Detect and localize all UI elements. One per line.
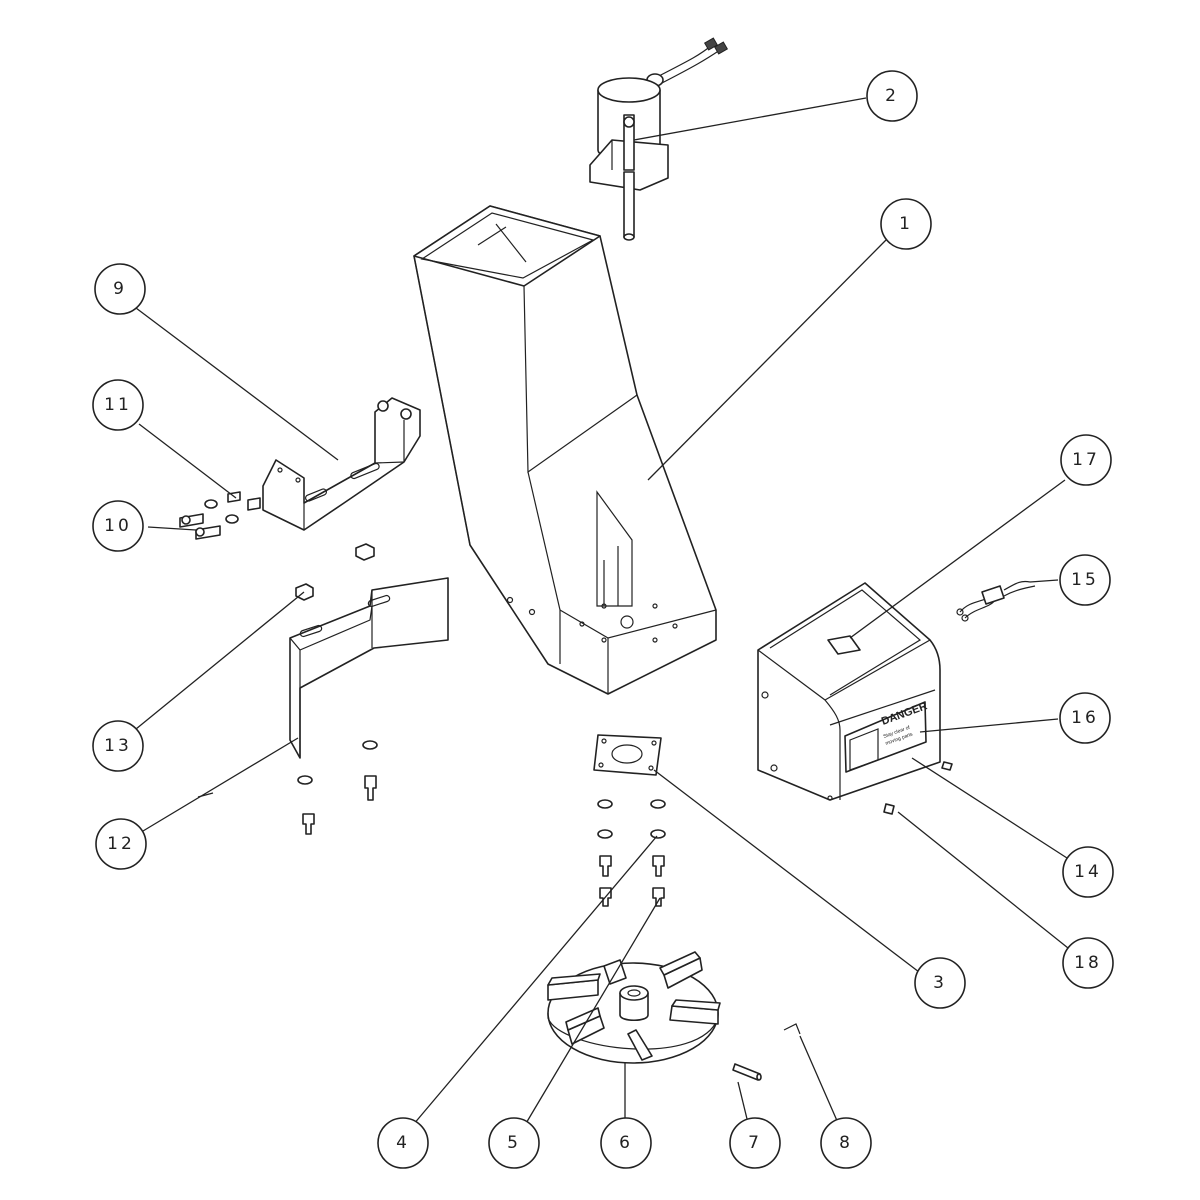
callout-9: 9 [94, 263, 146, 315]
callout-15: 15 [1059, 554, 1111, 606]
callout-11-number: 11 [104, 395, 132, 415]
callout-7: 7 [729, 1117, 781, 1169]
callout-3-number: 3 [933, 973, 947, 993]
callout-15-number: 15 [1071, 570, 1099, 590]
callout-1: 1 [880, 198, 932, 250]
lower-bracket-hardware [297, 740, 378, 835]
callout-13: 13 [92, 720, 144, 772]
callout-4-number: 4 [396, 1133, 410, 1153]
callout-7-number: 7 [748, 1133, 762, 1153]
callout-16: 16 [1059, 692, 1111, 744]
callout-6-number: 6 [619, 1133, 633, 1153]
callout-11: 11 [92, 379, 144, 431]
pin-and-key [732, 1023, 801, 1081]
callout-8-number: 8 [839, 1133, 853, 1153]
upper-bracket-part [262, 397, 421, 531]
callout-12-number: 12 [107, 834, 135, 854]
callout-1-number: 1 [899, 214, 913, 234]
callout-17-number: 17 [1072, 450, 1100, 470]
callout-10-number: 10 [104, 516, 132, 536]
callout-14-number: 14 [1074, 862, 1102, 882]
leader-lines [131, 97, 1069, 1126]
callout-9-number: 9 [113, 279, 127, 299]
callout-16-number: 16 [1071, 708, 1099, 728]
mounting-plate-part [593, 734, 662, 776]
callout-6: 6 [600, 1117, 652, 1169]
lower-bracket-part [289, 543, 449, 759]
motor-part [589, 37, 729, 241]
callout-12: 12 [95, 818, 147, 870]
callout-2: 2 [866, 70, 918, 122]
callout-14: 14 [1062, 846, 1114, 898]
callout-3: 3 [914, 957, 966, 1009]
bracket-hardware [179, 491, 261, 540]
spinner-disc-part [547, 951, 721, 1064]
callout-8: 8 [820, 1117, 872, 1169]
chute-part [413, 205, 717, 695]
callout-18: 18 [1062, 937, 1114, 989]
housing-part: DANGER Stay clear of moving parts [757, 582, 953, 815]
callout-17: 17 [1060, 434, 1112, 486]
callout-18-number: 18 [1074, 953, 1102, 973]
callout-13-number: 13 [104, 736, 132, 756]
callout-10: 10 [92, 500, 144, 552]
callout-5-number: 5 [507, 1133, 521, 1153]
callout-4: 4 [377, 1117, 429, 1169]
callout-5: 5 [488, 1117, 540, 1169]
callout-2-number: 2 [885, 86, 899, 106]
plate-hardware [597, 799, 666, 907]
switch-harness-part [956, 580, 1036, 622]
